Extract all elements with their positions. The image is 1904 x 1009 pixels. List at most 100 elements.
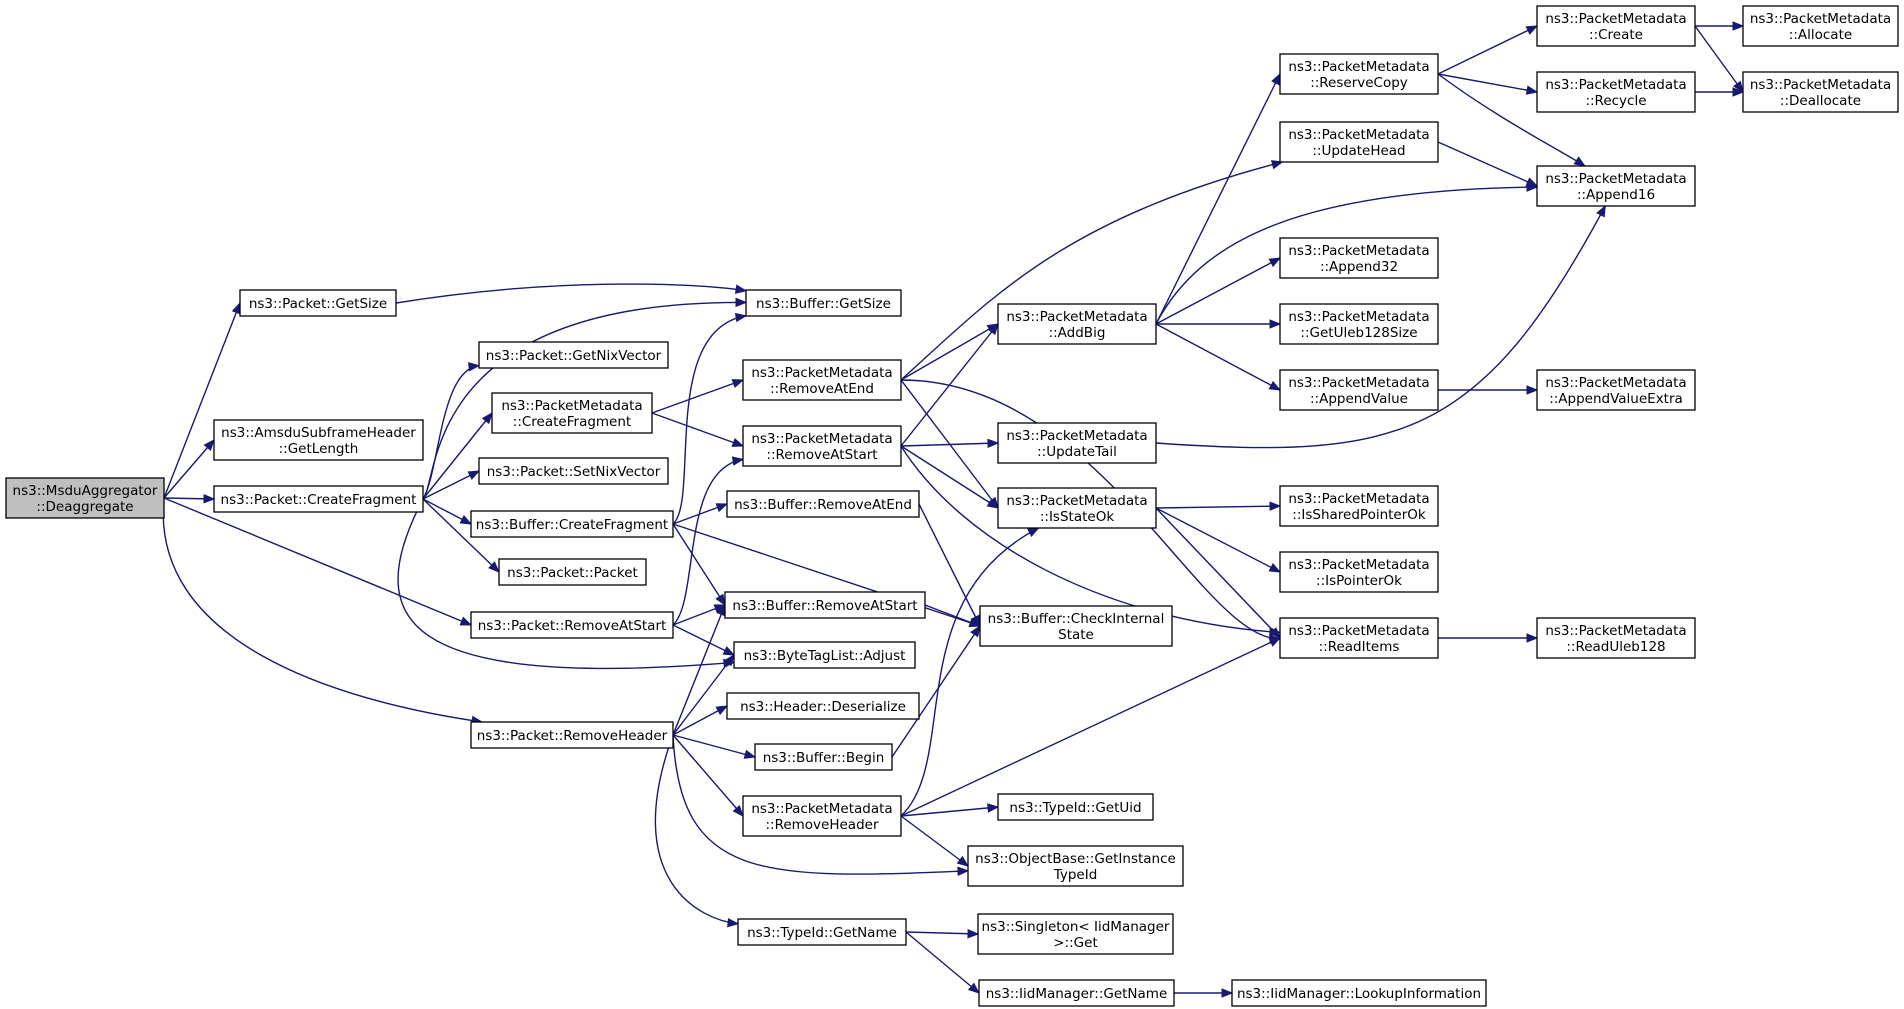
node-box — [754, 743, 893, 771]
node-box — [997, 303, 1157, 345]
function-node-pm-removeatstart[interactable]: ns3::PacketMetadata::RemoveAtStart — [742, 425, 902, 467]
function-node-pm-isstateok[interactable]: ns3::PacketMetadata::IsStateOk — [997, 487, 1157, 529]
function-node-pm-appendvalueextra[interactable]: ns3::PacketMetadata::AppendValueExtra — [1536, 369, 1696, 411]
call-edge — [672, 734, 744, 818]
function-node-tid-getuid[interactable]: ns3::TypeId::GetUid — [997, 793, 1154, 821]
node-box — [1279, 53, 1439, 95]
call-edge — [900, 445, 1000, 509]
node-label: ns3::PacketMetadata — [1545, 375, 1686, 391]
function-node-pm-appendvalue[interactable]: ns3::PacketMetadata::AppendValue — [1279, 369, 1439, 411]
call-edge — [1174, 988, 1234, 998]
function-node-pkt-removeheader[interactable]: ns3::Packet::RemoveHeader — [470, 721, 674, 749]
function-node-amsdu-getlen[interactable]: ns3::AmsduSubframeHeader::GetLength — [213, 419, 424, 461]
node-label: ::AppendValueExtra — [1549, 391, 1683, 407]
function-node-pkt-removeatstart[interactable]: ns3::Packet::RemoveAtStart — [470, 611, 674, 639]
call-arrow-line — [651, 379, 744, 414]
function-node-pm-removeatend[interactable]: ns3::PacketMetadata::RemoveAtEnd — [742, 359, 902, 401]
function-node-iid-getname[interactable]: ns3::IidManager::GetName — [978, 979, 1175, 1007]
arrowhead — [715, 593, 726, 607]
arrowhead — [1269, 627, 1281, 639]
function-node-hdr-deserialize[interactable]: ns3::Header::Deserialize — [726, 692, 920, 720]
function-node-pkt-packet[interactable]: ns3::Packet::Packet — [498, 558, 647, 586]
arrowhead — [723, 653, 735, 667]
function-node-pm-updatehead[interactable]: ns3::PacketMetadata::UpdateHead — [1279, 121, 1439, 163]
call-edge — [422, 411, 493, 500]
function-node-pm-readitems[interactable]: ns3::PacketMetadata::ReadItems — [1279, 617, 1439, 659]
function-node-buf-begin[interactable]: ns3::Buffer::Begin — [754, 743, 893, 771]
node-label: ::Append32 — [1320, 259, 1398, 275]
call-arrow-line — [1437, 25, 1538, 75]
function-node-pm-removeheader[interactable]: ns3::PacketMetadata::RemoveHeader — [742, 795, 902, 837]
node-label: ::CreateFragment — [513, 414, 631, 430]
function-node-pm-isptr[interactable]: ns3::PacketMetadata::IsPointerOk — [1279, 551, 1439, 593]
function-node-buf-getsize[interactable]: ns3::Buffer::GetSize — [745, 289, 902, 317]
node-label: ::RemoveAtEnd — [770, 381, 874, 397]
call-arrow-line — [672, 734, 744, 817]
call-edge — [1695, 87, 1745, 97]
node-label: ns3::Packet::CreateFragment — [221, 492, 417, 508]
function-node-pm-allocate[interactable]: ns3::PacketMetadata::Allocate — [1742, 5, 1899, 47]
node-box — [5, 477, 165, 519]
node-box — [977, 913, 1174, 955]
function-node-pm-create[interactable]: ns3::PacketMetadata::Create — [1536, 5, 1696, 47]
call-arrow-line — [672, 734, 756, 758]
arrowhead — [731, 456, 745, 466]
function-node-tid-getname[interactable]: ns3::TypeId::GetName — [737, 918, 907, 946]
call-arrow-line — [1437, 141, 1538, 187]
node-box — [726, 490, 920, 518]
function-node-pm-addbig[interactable]: ns3::PacketMetadata::AddBig — [997, 303, 1157, 345]
arrowhead — [735, 297, 748, 308]
function-node-pm-createfrag[interactable]: ns3::PacketMetadata::CreateFragment — [491, 392, 653, 434]
arrowhead — [481, 411, 493, 425]
arrowhead — [231, 301, 241, 315]
node-label: ns3::PacketMetadata — [501, 398, 642, 414]
call-edge — [422, 362, 481, 500]
function-node-pm-getuleb[interactable]: ns3::PacketMetadata::GetUleb128Size — [1279, 303, 1439, 345]
function-node-singleton-get[interactable]: ns3::Singleton< IidManager>::Get — [977, 913, 1174, 955]
function-node-pkt-getsize[interactable]: ns3::Packet::GetSize — [239, 289, 397, 317]
call-edge — [905, 928, 980, 939]
function-node-pm-readuleb[interactable]: ns3::PacketMetadata::ReadUleb128 — [1536, 617, 1696, 659]
function-node-iid-lookup[interactable]: ns3::IidManager::LookupInformation — [1231, 979, 1487, 1007]
call-arrow-line — [1155, 205, 1606, 449]
function-node-pm-deallocate[interactable]: ns3::PacketMetadata::Deallocate — [1742, 71, 1899, 113]
call-edge — [1437, 73, 1539, 95]
function-node-pm-reservecopy[interactable]: ns3::PacketMetadata::ReserveCopy — [1279, 53, 1439, 95]
node-label: ::UpdateHead — [1312, 143, 1405, 159]
function-node-pkt-createfrag[interactable]: ns3::Packet::CreateFragment — [213, 485, 424, 513]
function-node-pkt-getnix[interactable]: ns3::Packet::GetNixVector — [478, 341, 669, 369]
function-node-buf-removeatend[interactable]: ns3::Buffer::RemoveAtEnd — [726, 490, 920, 518]
call-arrow-line — [900, 445, 999, 509]
call-edge — [900, 527, 1040, 817]
node-box — [979, 605, 1173, 647]
node-box — [997, 793, 1154, 821]
node-box — [1279, 369, 1439, 411]
arrowhead — [468, 362, 481, 372]
function-node-buf-removeatstart[interactable]: ns3::Buffer::RemoveAtStart — [724, 591, 926, 619]
node-label: ::Allocate — [1789, 27, 1852, 43]
call-arrow-line — [1155, 505, 1281, 509]
arrowhead — [1732, 87, 1745, 97]
function-node-pm-recycle[interactable]: ns3::PacketMetadata::Recycle — [1536, 71, 1696, 113]
node-label: ::Deaggregate — [36, 499, 133, 515]
call-arrow-line — [905, 931, 980, 994]
arrowhead — [1268, 380, 1282, 391]
function-node-btl-adjust[interactable]: ns3::ByteTagList::Adjust — [733, 641, 916, 669]
call-edge — [1437, 73, 1587, 167]
call-arrow-line — [1437, 73, 1586, 167]
function-node-buf-createfrag[interactable]: ns3::Buffer::CreateFragment — [470, 510, 674, 538]
node-box — [1279, 303, 1439, 345]
function-node-pm-issharedptr[interactable]: ns3::PacketMetadata::IsSharedPointerOk — [1279, 485, 1439, 527]
arrowhead — [727, 917, 740, 928]
function-node-deagg[interactable]: ns3::MsduAggregator::Deaggregate — [5, 477, 165, 519]
node-label: ns3::IidManager::GetName — [986, 986, 1168, 1002]
node-label: ::ReadUleb128 — [1566, 639, 1665, 655]
function-node-pm-append16[interactable]: ns3::PacketMetadata::Append16 — [1536, 165, 1696, 207]
function-node-pm-append32[interactable]: ns3::PacketMetadata::Append32 — [1279, 237, 1439, 279]
call-edge — [654, 734, 740, 928]
function-node-pkt-setnix[interactable]: ns3::Packet::SetNixVector — [478, 457, 669, 485]
call-arrow-line — [900, 442, 999, 447]
function-node-pm-updatetail[interactable]: ns3::PacketMetadata::UpdateTail — [997, 422, 1157, 464]
